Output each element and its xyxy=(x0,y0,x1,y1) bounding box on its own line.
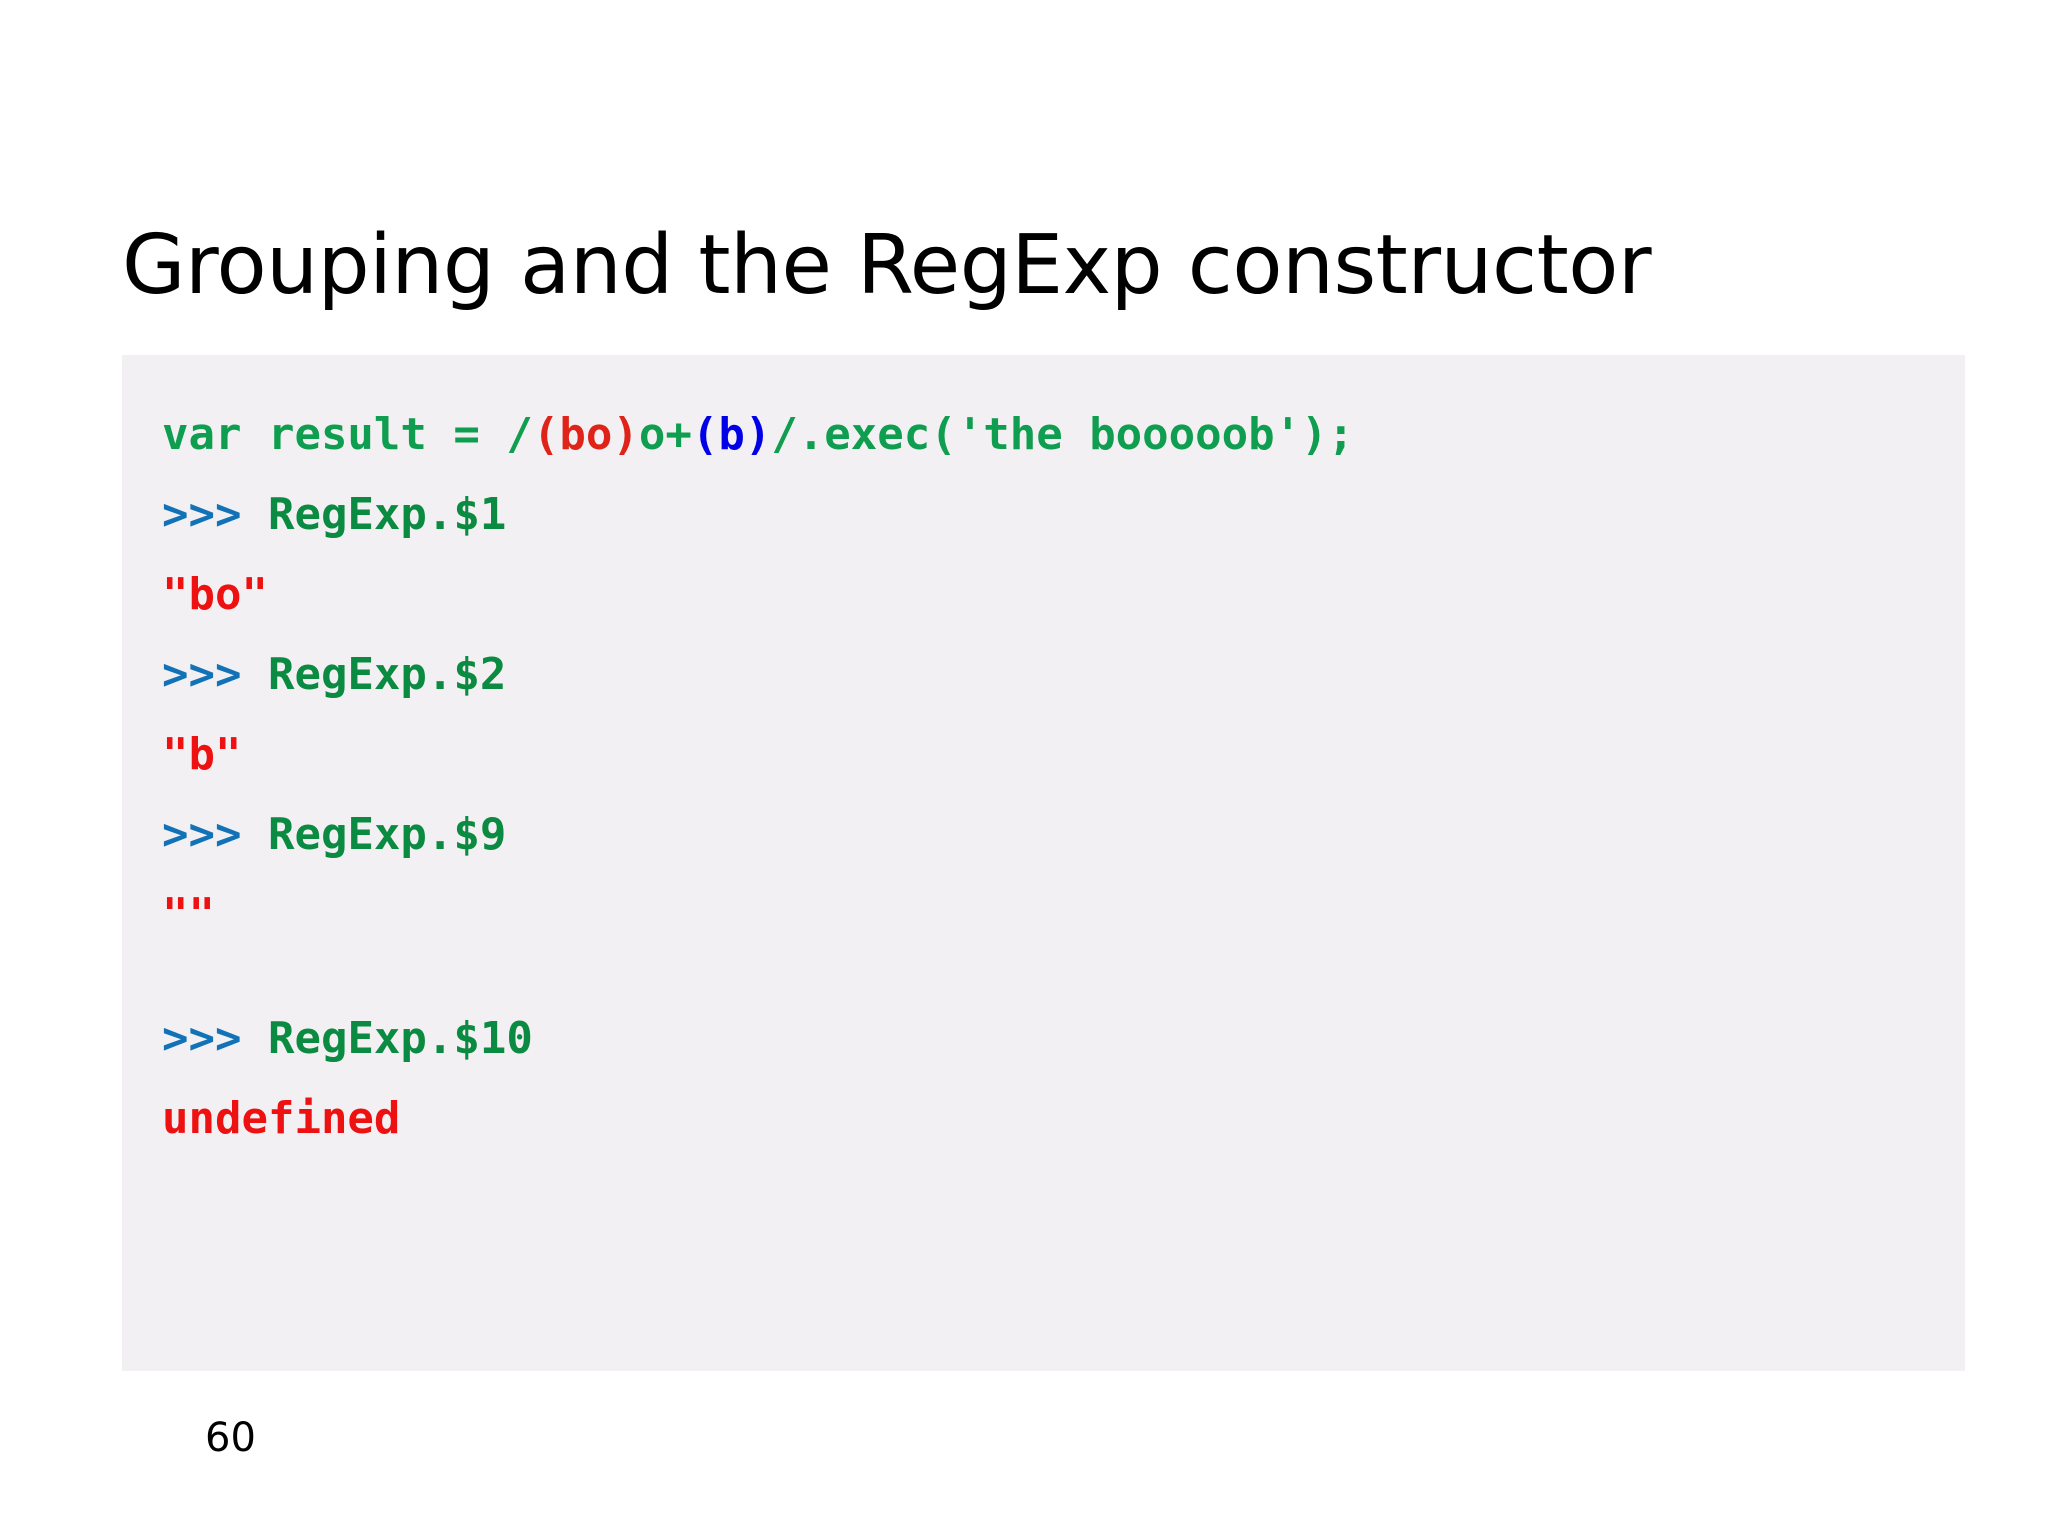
line-output-10: undefined xyxy=(162,1079,1965,1159)
line-output-2: "b" xyxy=(162,715,1965,795)
code-token: RegExp.$10 xyxy=(267,1013,533,1064)
line-declaration: var result = /(bo)o+(b)/.exec('the boooo… xyxy=(162,395,1965,475)
code-token: / xyxy=(506,409,533,460)
code-token: >>> xyxy=(162,649,268,700)
code-token: /.exec('the booooob'); xyxy=(771,409,1355,460)
code-token: "b" xyxy=(162,729,242,780)
code-token: (bo) xyxy=(532,409,639,460)
code-token: "bo" xyxy=(162,569,268,620)
code-token: "" xyxy=(162,889,215,940)
page-title: Grouping and the RegExp constructor xyxy=(122,217,1652,313)
line-prompt-1: >>> RegExp.$1 xyxy=(162,475,1965,555)
line-prompt-9: >>> RegExp.$9 xyxy=(162,795,1965,875)
code-token: RegExp.$2 xyxy=(267,649,507,700)
code-token: o+ xyxy=(638,409,692,460)
code-block: var result = /(bo)o+(b)/.exec('the boooo… xyxy=(122,355,1965,1371)
line-prompt-10: >>> RegExp.$10 xyxy=(162,999,1965,1079)
line-output-1: "bo" xyxy=(162,555,1965,635)
code-token: >>> xyxy=(162,489,268,540)
line-output-9: "" xyxy=(162,875,1965,955)
code-token: undefined xyxy=(162,1093,401,1144)
code-token: (b) xyxy=(691,409,772,460)
code-token: RegExp.$1 xyxy=(267,489,507,540)
code-token: >>> xyxy=(162,1013,268,1064)
page-number: 60 xyxy=(205,1415,256,1461)
line-prompt-2: >>> RegExp.$2 xyxy=(162,635,1965,715)
code-token: RegExp.$9 xyxy=(267,809,507,860)
code-lines-container: var result = /(bo)o+(b)/.exec('the boooo… xyxy=(162,395,1965,1159)
code-token: var result = xyxy=(162,409,507,460)
code-token: >>> xyxy=(162,809,268,860)
